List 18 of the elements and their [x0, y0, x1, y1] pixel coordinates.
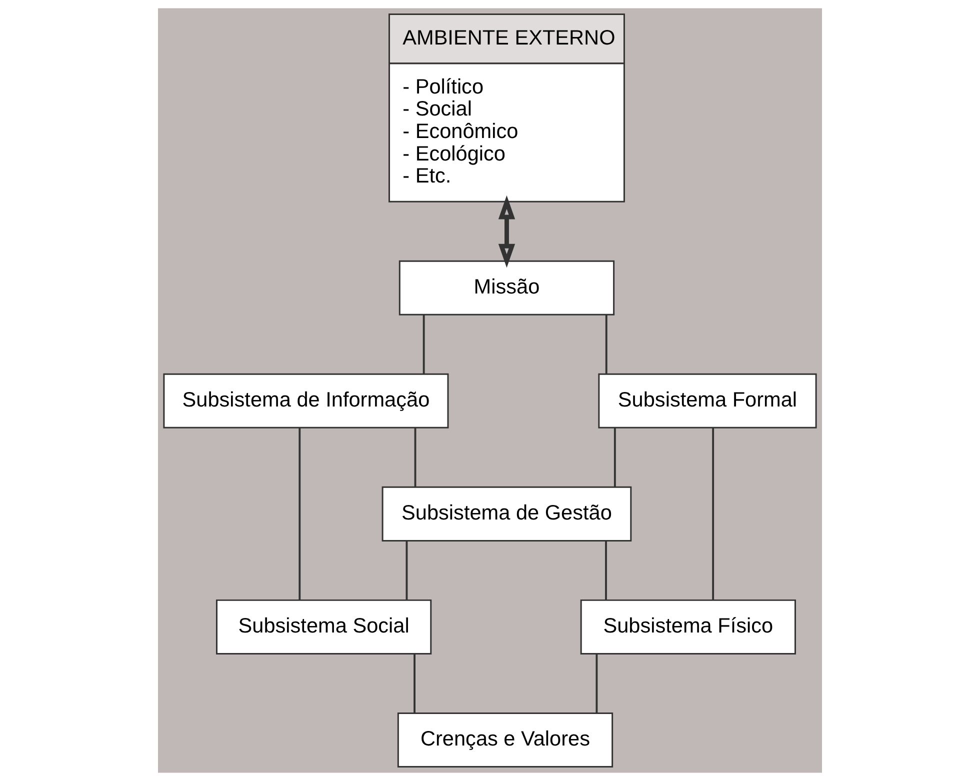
node-box: Subsistema de Gestão: [382, 486, 632, 542]
connector: [414, 428, 416, 487]
node-box: Subsistema Social: [216, 599, 432, 654]
connector: [605, 314, 608, 374]
node-box: Subsistema de Informação: [163, 373, 449, 428]
connector: [596, 654, 598, 713]
node-box: Missão: [398, 260, 615, 316]
connector: [406, 540, 408, 600]
connector: [605, 540, 607, 600]
node-box: Subsistema Físico: [580, 599, 796, 654]
connector: [614, 428, 616, 487]
connector: [712, 428, 714, 600]
node-box: Subsistema Formal: [598, 373, 817, 428]
connector: [422, 314, 425, 374]
connector: [298, 428, 301, 600]
arrow: [498, 195, 516, 268]
node-box: Crenças e Valores: [397, 712, 614, 768]
connector: [414, 654, 416, 713]
